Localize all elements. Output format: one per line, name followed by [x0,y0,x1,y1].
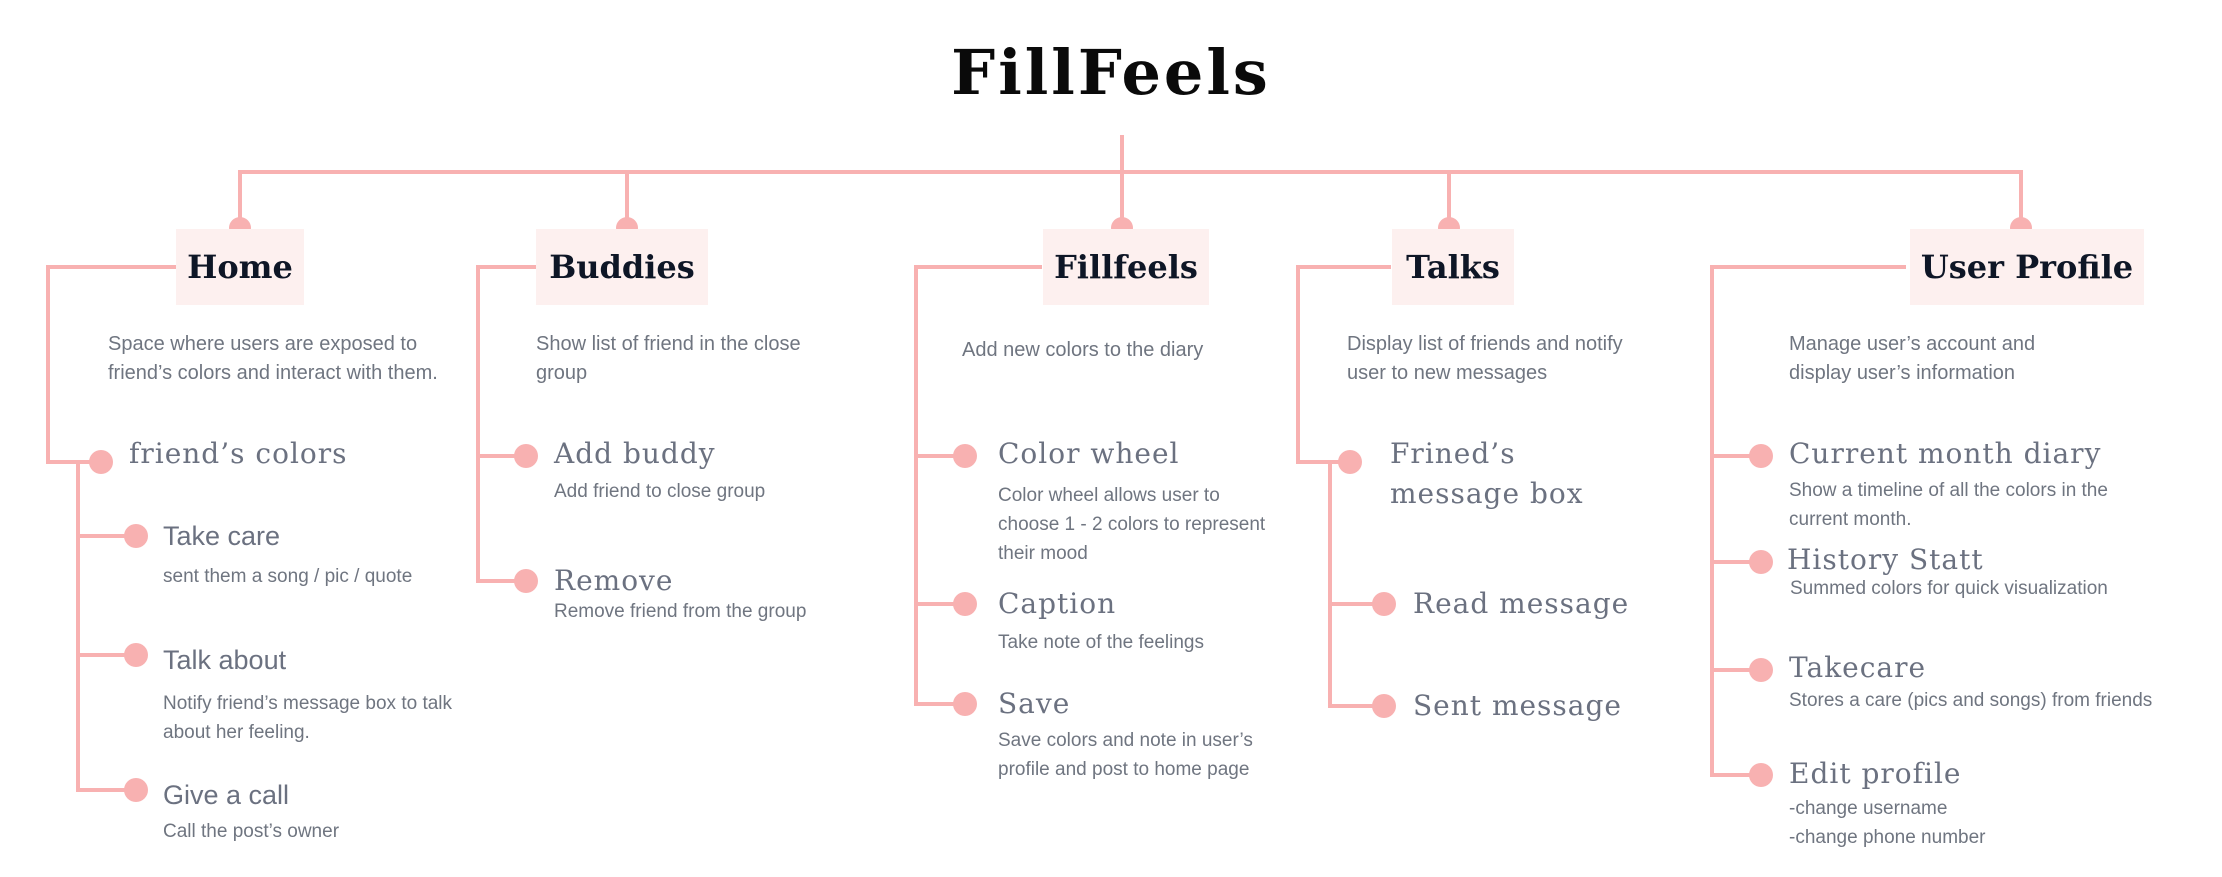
item-desc-take-care: sent them a song / pic / quote [163,566,413,587]
fillfeels-branch [914,265,1042,706]
buddies-description: Show list of friend in the close group [536,333,801,384]
node-dot [1749,763,1773,787]
item-title-add-buddy: Add buddy [554,437,716,470]
item-title-take-care: Take care [163,521,281,551]
node-dot [89,450,113,474]
item-desc-caption: Take note of the feelings [998,632,1204,653]
item-desc-save: Save colors and note in user’s profile a… [998,730,1253,780]
item-title-edit-profile: Edit profile [1789,757,1962,790]
node-dot [953,592,977,616]
item-desc-talk-about: Notify friend’s message box to talk abou… [163,693,453,743]
node-dot [124,524,148,548]
item-title-sent-message: Sent message [1413,689,1622,722]
diagram-title: FillFeels [951,36,1271,109]
node-dot [124,778,148,802]
category-fillfeels: Fillfeels [1043,229,1209,305]
home-description: Space where users are exposed to friend’… [108,333,438,384]
item-desc-current-month-diary: Show a timeline of all the colors in the… [1789,480,2108,530]
category-user-profile: User Profile [1910,229,2144,305]
item-title-current-month-diary: Current month diary [1789,437,2102,470]
node-dot [953,692,977,716]
item-title-give-a-call: Give a call [163,780,290,810]
node-dot [953,444,977,468]
category-talks: Talks [1392,229,1514,305]
talks-branch [1296,265,1391,464]
item-title-save: Save [998,687,1071,720]
item-title-caption: Caption [998,587,1117,620]
talks-description: Display list of friends and notify user … [1347,333,1623,384]
item-desc-change-phone: -change phone number [1789,827,1986,848]
node-dot [1749,550,1773,574]
item-title-history-statt: History Statt [1787,543,1984,576]
home-feature-title: friend’s colors [129,437,348,470]
node-dot [1749,658,1773,682]
node-dot [1372,694,1396,718]
item-title-remove: Remove [554,564,674,597]
node-dot [1338,450,1362,474]
item-desc-color-wheel: Color wheel allows user to choose 1 - 2 … [998,485,1266,564]
node-dot [1749,444,1773,468]
profile-description: Manage user’s account and display user’s… [1789,333,2036,384]
buddies-branch [476,265,538,583]
item-desc-give-a-call: Call the post’s owner [163,821,340,842]
profile-branch [1710,265,1906,777]
item-desc-remove: Remove friend from the group [554,601,807,622]
node-dot [124,643,148,667]
item-title-talk-about: Talk about [163,645,287,675]
item-desc-takecare: Stores a care (pics and songs) from frie… [1789,690,2153,711]
node-dot [514,569,538,593]
item-title-takecare: Takecare [1789,651,1927,684]
item-desc-history-statt: Summed colors for quick visualization [1790,578,2108,599]
item-title-color-wheel: Color wheel [998,437,1180,470]
node-dot [514,444,538,468]
talks-feature-title: Frined’s message box [1390,437,1584,510]
node-dot [1372,592,1396,616]
item-desc-add-buddy: Add friend to close group [554,481,766,502]
item-title-read-message: Read message [1413,587,1630,620]
item-desc-change-username: -change username [1789,798,1948,819]
category-buddies: Buddies [536,229,708,305]
category-home: Home [176,229,304,305]
fillfeels-description: Add new colors to the diary [962,339,1204,361]
home-branch [46,265,178,464]
